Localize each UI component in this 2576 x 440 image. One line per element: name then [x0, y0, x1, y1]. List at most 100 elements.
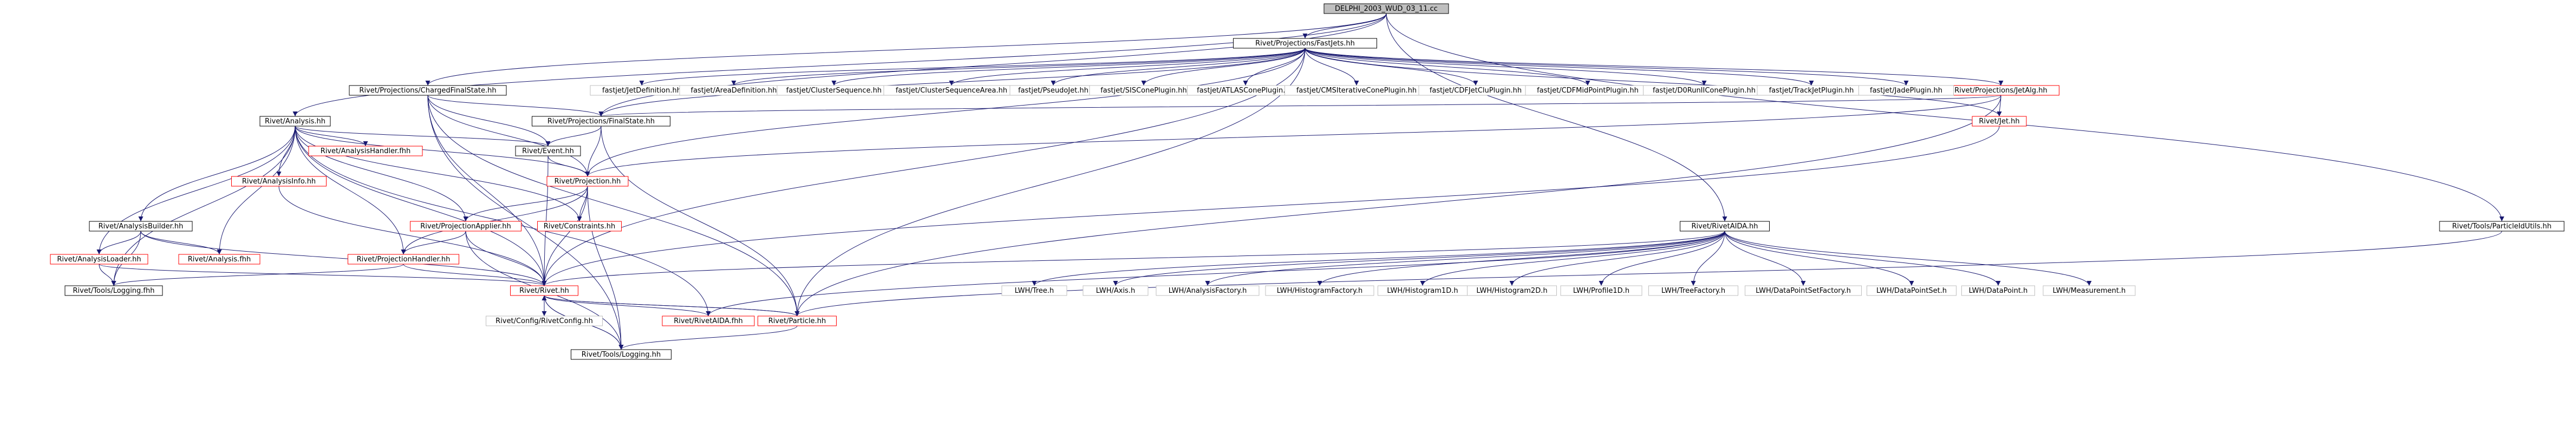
- include-nodes: DELPHI_2003_WUD_03_11.ccRivet/Projection…: [50, 3, 2565, 360]
- node-label: Rivet/Rivet.hh: [519, 287, 569, 295]
- node-fj-siscone[interactable]: fastjet/SISConePlugin.hh: [1089, 85, 1198, 96]
- node-fastjets[interactable]: Rivet/Projections/FastJets.hh: [1233, 38, 1377, 49]
- node-label: LWH/DataPointSet.h: [1876, 287, 1947, 295]
- node-projection[interactable]: Rivet/Projection.hh: [546, 176, 629, 187]
- node-rivetaida-hh[interactable]: Rivet/RivetAIDA.hh: [1680, 221, 1770, 232]
- node-label: LWH/Tree.h: [1015, 287, 1054, 295]
- edge-projhandler-to-rivethh: [403, 264, 547, 286]
- node-label: Rivet/Config/RivetConfig.hh: [495, 317, 593, 325]
- node-jet[interactable]: Rivet/Jet.hh: [1972, 116, 2027, 127]
- node-label: Rivet/Tools/ParticleIdUtils.hh: [2452, 222, 2552, 231]
- node-lwh-tree[interactable]: LWH/Tree.h: [1001, 285, 1067, 296]
- edge-cfs-to-particle: [427, 95, 800, 317]
- node-lwh-dpsfactory[interactable]: LWH/DataPointSetFactory.h: [1745, 285, 1862, 296]
- node-lwh-dps[interactable]: LWH/DataPointSet.h: [1867, 285, 1957, 296]
- node-root[interactable]: DELPHI_2003_WUD_03_11.cc: [1323, 3, 1449, 14]
- node-analysisfhh[interactable]: Rivet/Analysis.fhh: [178, 254, 260, 265]
- node-label: fastjet/D0RunIIConePlugin.hh: [1653, 87, 1756, 95]
- node-fj-d0runii[interactable]: fastjet/D0RunIIConePlugin.hh: [1643, 85, 1765, 96]
- node-constraints[interactable]: Rivet/Constraints.hh: [537, 221, 622, 232]
- edge-rivetaida-hh-to-lwh-dp: [1724, 231, 2001, 286]
- node-analysis[interactable]: Rivet/Analysis.hh: [259, 116, 331, 127]
- node-box: [510, 285, 578, 296]
- node-fj-clusterseqarea[interactable]: fastjet/ClusterSequenceArea.hh: [883, 85, 1020, 96]
- node-particle[interactable]: Rivet/Particle.hh: [758, 316, 837, 326]
- node-analysishandler[interactable]: Rivet/AnalysisHandler.fhh: [308, 146, 423, 156]
- edge-rivetaida-hh-to-rivetaida-fhh: [706, 231, 1725, 317]
- node-fj-pseudojet[interactable]: fastjet/PseudoJet.hh: [1009, 85, 1097, 96]
- node-box: [349, 85, 507, 96]
- node-label: Rivet/RivetAIDA.fhh: [674, 317, 743, 325]
- node-box: [1323, 3, 1449, 14]
- edge-cfs-to-toolslogging-hh: [427, 95, 624, 350]
- node-label: fastjet/AreaDefinition.hh: [691, 87, 777, 95]
- node-label: LWH/Histogram2D.h: [1476, 287, 1547, 295]
- edge-root-to-particleidutils: [1386, 13, 2505, 222]
- edge-rivethh-to-rivetaida-fhh: [544, 295, 711, 317]
- node-label: Rivet/Projection.hh: [555, 178, 621, 186]
- node-finalstate[interactable]: Rivet/Projections/FinalState.hh: [532, 116, 670, 127]
- node-rivetconfig[interactable]: Rivet/Config/RivetConfig.hh: [486, 316, 603, 326]
- node-fj-jade[interactable]: fastjet/JadePlugin.hh: [1858, 85, 1954, 96]
- edge-rivetaida-hh-to-lwh-anfactory: [1205, 231, 1725, 286]
- edge-rivetaida-hh-to-lwh-dps: [1724, 231, 1914, 286]
- node-particleidutils[interactable]: Rivet/Tools/ParticleIdUtils.hh: [2439, 221, 2565, 232]
- node-projapplier[interactable]: Rivet/ProjectionApplier.hh: [410, 221, 521, 232]
- edge-analysisbuilder-to-analysisloader: [96, 231, 141, 255]
- node-fj-jetdef[interactable]: fastjet/JetDefinition.hh: [590, 85, 694, 96]
- node-projhandler[interactable]: Rivet/ProjectionHandler.hh: [348, 254, 459, 265]
- node-label: fastjet/PseudoJet.hh: [1018, 87, 1088, 95]
- edge-fastjets-to-jet: [1305, 48, 2002, 117]
- node-box: [1001, 285, 1067, 296]
- node-label: fastjet/ATLASConePlugin.hh: [1197, 87, 1294, 95]
- node-cfs[interactable]: Rivet/Projections/ChargedFinalState.hh: [349, 85, 507, 96]
- node-box: [2043, 285, 2136, 296]
- edge-analysis-to-analysisfhh: [217, 126, 296, 255]
- node-analysisbuilder[interactable]: Rivet/AnalysisBuilder.hh: [89, 221, 193, 232]
- node-fj-areadef[interactable]: fastjet/AreaDefinition.hh: [679, 85, 788, 96]
- edge-cfs-to-finalstate: [427, 95, 604, 117]
- node-fj-atlascone[interactable]: fastjet/ATLASConePlugin.hh: [1187, 85, 1304, 96]
- node-box: [532, 116, 670, 127]
- node-analysisloader[interactable]: Rivet/AnalysisLoader.hh: [50, 254, 148, 265]
- node-event[interactable]: Rivet/Event.hh: [515, 146, 581, 156]
- edge-fastjets-to-fj-clusterseq: [831, 48, 1306, 86]
- node-fj-cdfjetclu[interactable]: fastjet/CDFJetCluPlugin.hh: [1418, 85, 1533, 96]
- node-label: LWH/Profile1D.h: [1573, 287, 1629, 295]
- node-toolslogging-hh[interactable]: Rivet/Tools/Logging.hh: [571, 349, 671, 360]
- node-toolslogging-fhh[interactable]: Rivet/Tools/Logging.fhh: [64, 285, 163, 296]
- node-lwh-hist2d[interactable]: LWH/Histogram2D.h: [1467, 285, 1557, 296]
- node-box: [1265, 285, 1374, 296]
- node-lwh-histfactory[interactable]: LWH/HistogramFactory.h: [1265, 285, 1374, 296]
- edge-analysis-to-constraints: [295, 126, 582, 222]
- node-rivethh[interactable]: Rivet/Rivet.hh: [510, 285, 578, 296]
- node-lwh-treefactory[interactable]: LWH/TreeFactory.h: [1648, 285, 1738, 296]
- edge-event-to-rivethh: [542, 155, 549, 286]
- node-analysisinfo[interactable]: Rivet/AnalysisInfo.hh: [231, 176, 327, 187]
- node-label: LWH/Histogram1D.h: [1387, 287, 1458, 295]
- node-label: fastjet/CDFJetCluPlugin.hh: [1430, 87, 1522, 95]
- node-fj-cmsiter[interactable]: fastjet/CMSIterativeConePlugin.hh: [1284, 85, 1429, 96]
- node-lwh-dp[interactable]: LWH/DataPoint.h: [1961, 285, 2035, 296]
- node-lwh-measurement[interactable]: LWH/Measurement.h: [2043, 285, 2136, 296]
- edge-cfs-to-rivethh: [427, 95, 547, 286]
- edge-fastjets-to-fj-cdfjetclu: [1305, 48, 1478, 86]
- node-rivetaida-fhh[interactable]: Rivet/RivetAIDA.fhh: [662, 316, 755, 326]
- edge-rivetaida-hh-to-lwh-tree: [1032, 231, 1725, 286]
- node-lwh-profile1d[interactable]: LWH/Profile1D.h: [1560, 285, 1642, 296]
- node-label: Rivet/Jet.hh: [1979, 117, 2019, 126]
- node-label: LWH/AnalysisFactory.h: [1169, 287, 1247, 295]
- node-fj-trackjet[interactable]: fastjet/TrackJetPlugin.hh: [1757, 85, 1866, 96]
- node-label: fastjet/JetDefinition.hh: [602, 87, 681, 95]
- node-lwh-anfactory[interactable]: LWH/AnalysisFactory.h: [1156, 285, 1260, 296]
- node-box: [571, 349, 671, 360]
- node-jetalg[interactable]: Rivet/Projections/JetAlg.hh: [1942, 85, 2059, 96]
- node-label: Rivet/AnalysisLoader.hh: [57, 255, 141, 264]
- node-fj-cdfmidpoint[interactable]: fastjet/CDFMidPointPlugin.hh: [1525, 85, 1651, 96]
- node-lwh-axis[interactable]: LWH/Axis.h: [1082, 285, 1149, 296]
- node-fj-clusterseq[interactable]: fastjet/ClusterSequence.hh: [777, 85, 891, 96]
- node-box: [1082, 285, 1149, 296]
- node-lwh-hist1d[interactable]: LWH/Histogram1D.h: [1378, 285, 1468, 296]
- edge-jetalg-to-projection: [585, 95, 2001, 177]
- edge-rivetaida-hh-to-lwh-hist2d: [1509, 231, 1725, 286]
